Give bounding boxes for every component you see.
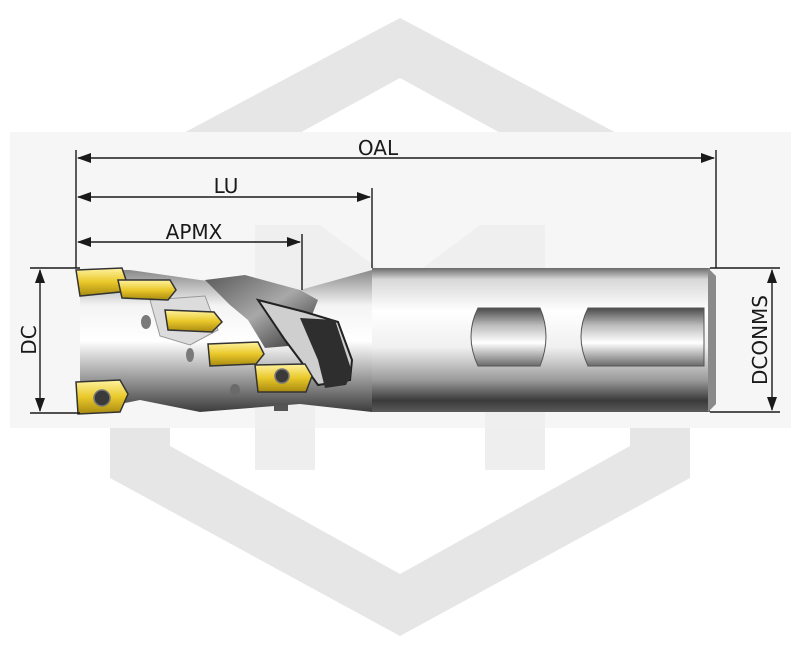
label-dc: DC	[17, 325, 41, 354]
insert-screw-bottom-icon	[93, 389, 111, 407]
insert-top-1	[117, 279, 177, 301]
label-dconms: DCONMS	[748, 295, 772, 385]
insert-mid	[207, 341, 265, 367]
label-apmx: APMX	[166, 220, 223, 244]
shank	[372, 268, 716, 412]
cutter-head	[80, 270, 372, 412]
coolant-hole-4	[230, 384, 240, 396]
insert-screw-icon	[274, 368, 290, 384]
shank-chamfer	[708, 268, 716, 412]
coolant-hole-2	[141, 315, 151, 329]
clamping-flat-left	[470, 307, 547, 367]
flute-3	[300, 318, 352, 388]
label-lu: LU	[214, 174, 239, 198]
clamping-flat-right	[580, 307, 705, 367]
screw-slot	[274, 405, 288, 411]
dimension-labels: OAL LU APMX DC DCONMS	[17, 136, 772, 385]
inserts	[75, 267, 313, 415]
dimension-lines	[30, 150, 780, 414]
label-oal: OAL	[358, 136, 399, 160]
coolant-hole-3	[186, 348, 194, 362]
insert-top-2	[164, 309, 224, 333]
